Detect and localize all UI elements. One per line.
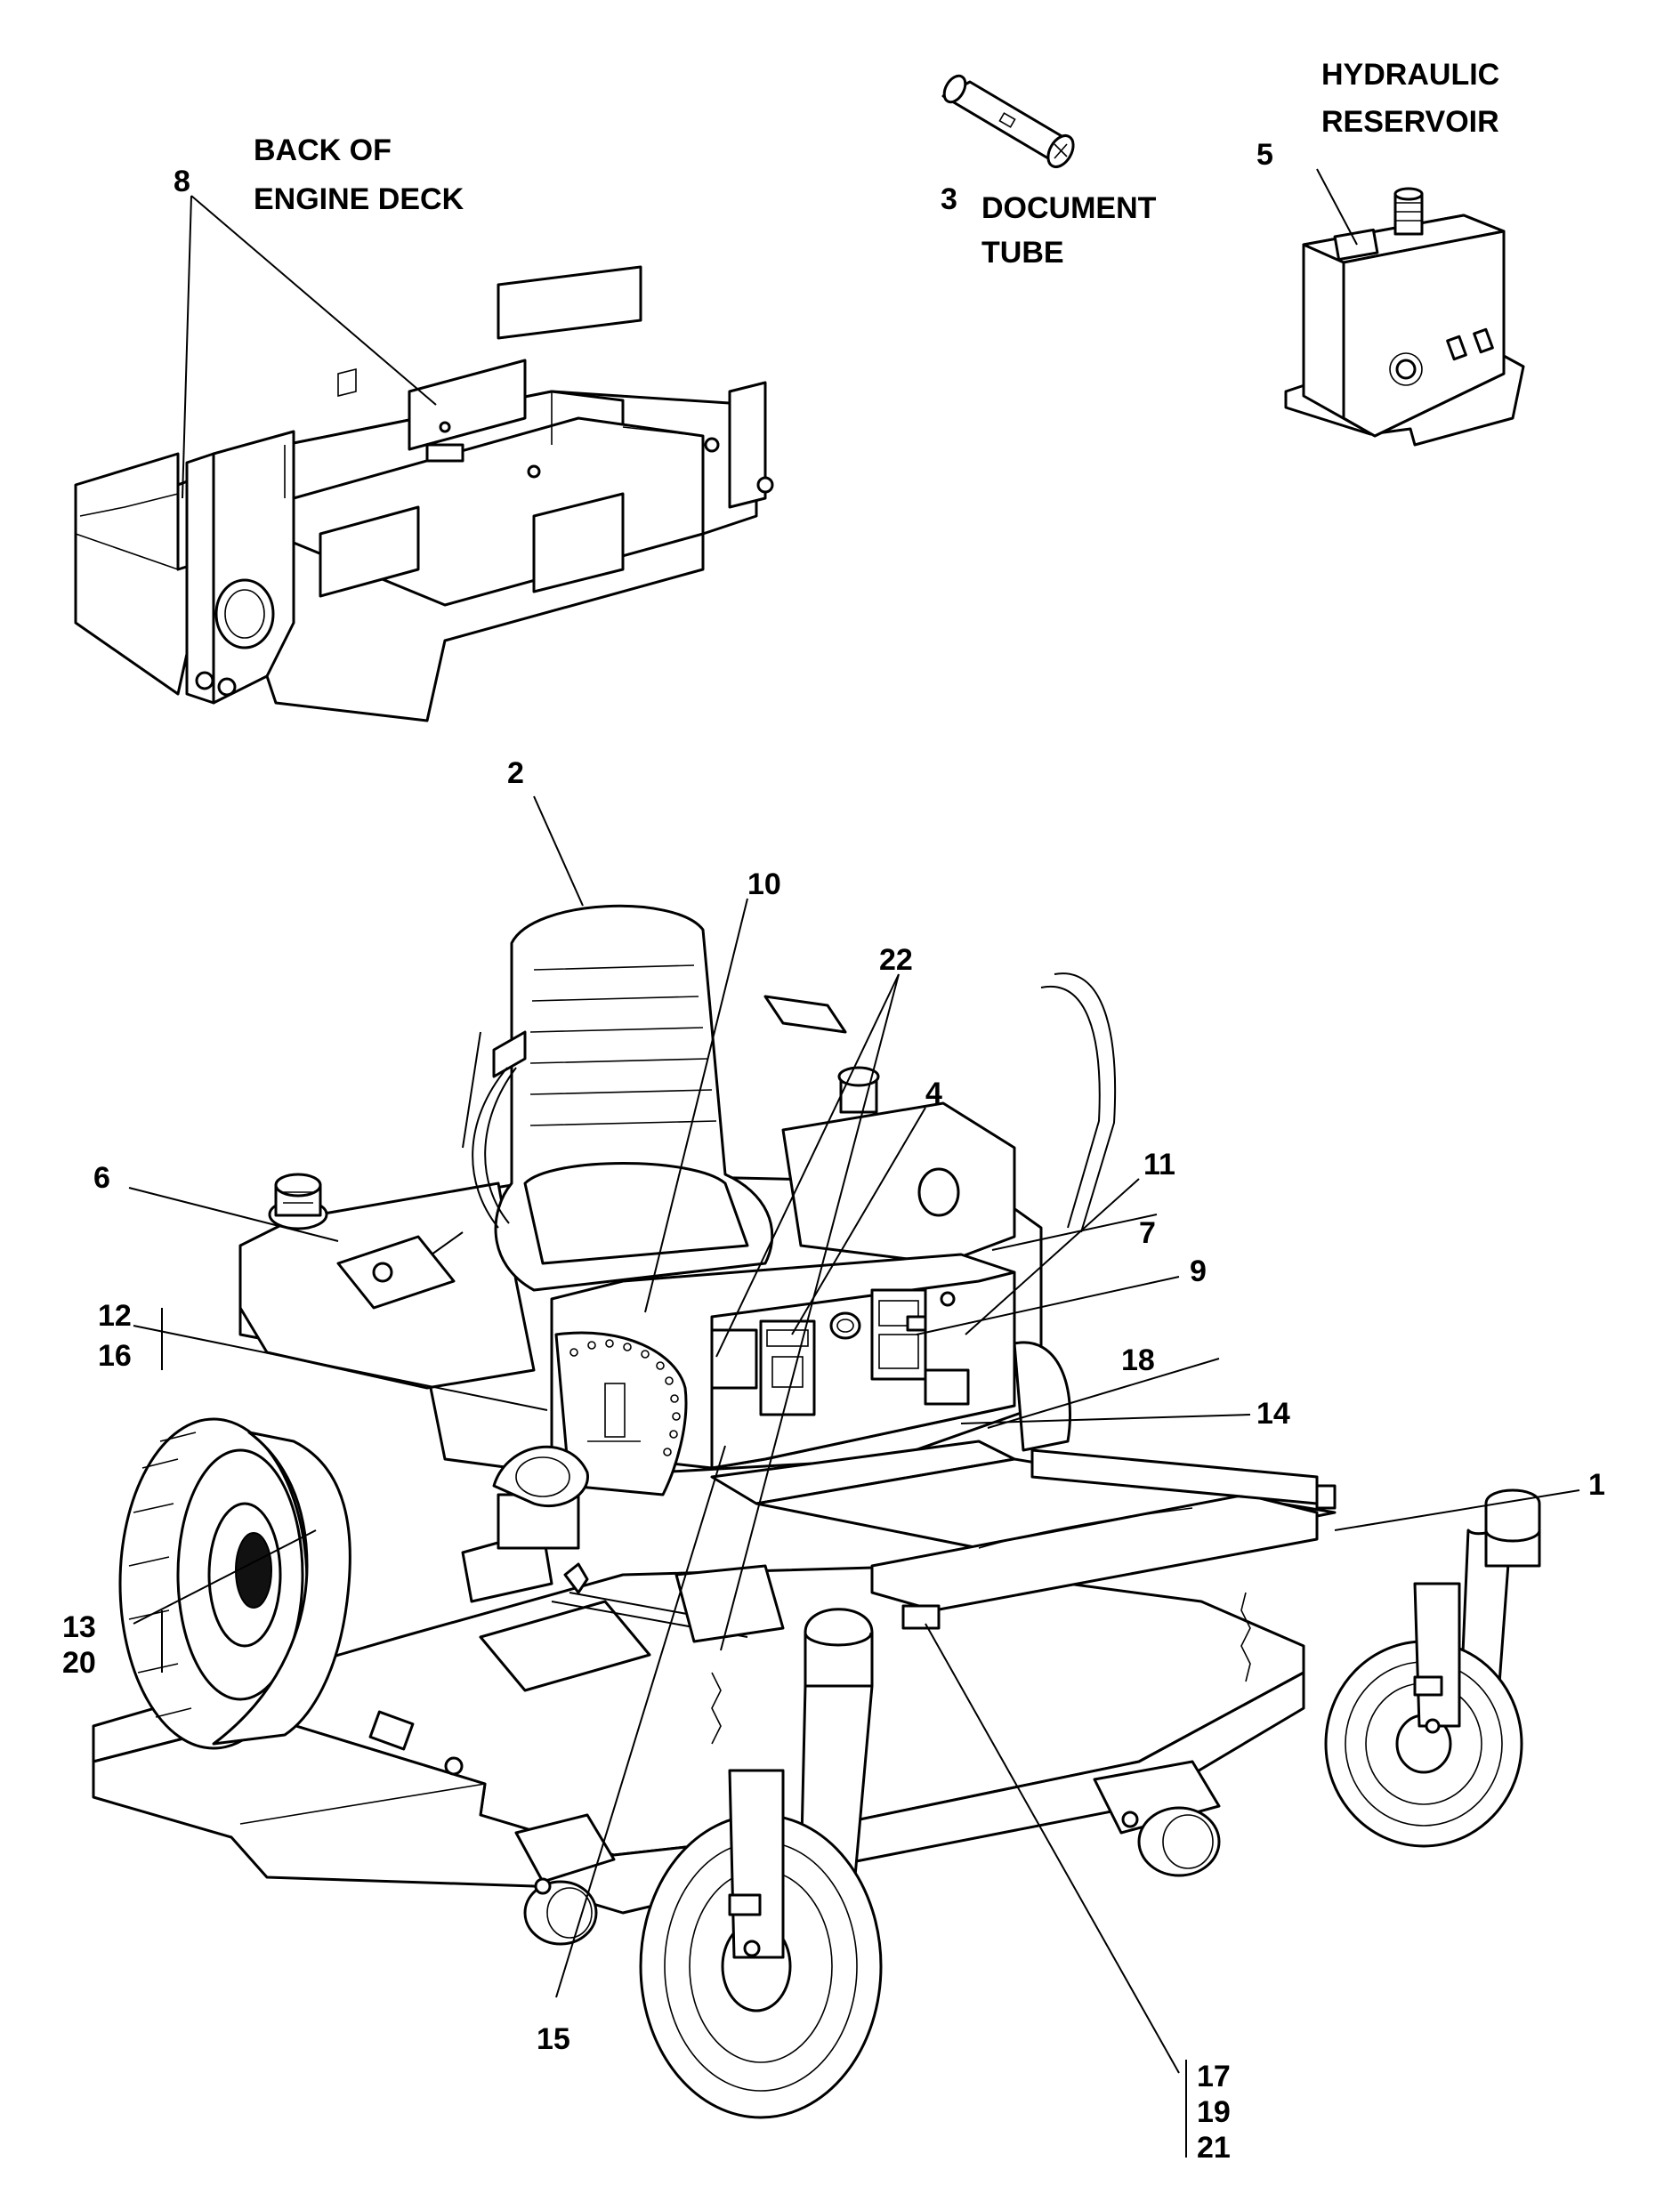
anti-scalp-rollers <box>514 1760 1221 1946</box>
hydraulic-reservoir-illustration <box>1284 187 1525 447</box>
caption-hydraulic-reservoir-line1: HYDRAULIC <box>1321 58 1499 92</box>
callout-11: 11 <box>1143 1148 1175 1182</box>
callout-20: 20 <box>62 1646 96 1680</box>
callout-4: 4 <box>925 1077 942 1110</box>
callout-17: 17 <box>1197 2060 1231 2093</box>
caption-document-tube-line1: DOCUMENT <box>981 191 1157 225</box>
caption-hydraulic-reservoir-line2: RESERVOIR <box>1321 105 1499 139</box>
callout-21: 21 <box>1197 2131 1231 2165</box>
callout-14: 14 <box>1256 1397 1290 1431</box>
callout-18: 18 <box>1121 1343 1155 1377</box>
callout-8: 8 <box>174 165 190 198</box>
callout-5: 5 <box>1256 138 1273 172</box>
callout-15: 15 <box>537 2022 570 2056</box>
callout-19: 19 <box>1197 2095 1231 2129</box>
callout-1: 1 <box>1588 1468 1605 1502</box>
callout-2: 2 <box>507 756 524 790</box>
callout-3: 3 <box>941 182 957 216</box>
caption-back-of-engine-deck-line2: ENGINE DECK <box>254 182 464 216</box>
height-gauge-marks <box>569 1339 681 1456</box>
callout-16: 16 <box>98 1339 132 1373</box>
engine-deck-illustration <box>74 265 774 722</box>
caption-back-of-engine-deck-line1: BACK OF <box>254 133 392 167</box>
mower-illustration <box>92 904 1541 2119</box>
callout-22: 22 <box>879 943 913 977</box>
callout-9: 9 <box>1190 1254 1207 1288</box>
callout-13: 13 <box>62 1610 96 1644</box>
callout-7: 7 <box>1139 1216 1156 1250</box>
leader-lines <box>128 168 1580 2158</box>
caption-document-tube-line2: TUBE <box>981 236 1064 270</box>
document-tube-illustration <box>941 74 1075 169</box>
callout-6: 6 <box>93 1161 110 1195</box>
callout-10: 10 <box>747 867 781 901</box>
callout-12: 12 <box>98 1299 132 1333</box>
